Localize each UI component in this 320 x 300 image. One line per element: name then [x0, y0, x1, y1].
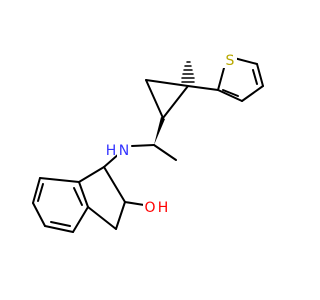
bond — [32, 177, 41, 204]
sulfur-symbol: S — [226, 53, 235, 69]
bond — [72, 206, 89, 233]
bond-nh-to-ch — [131, 144, 155, 147]
bond — [115, 201, 126, 230]
oxygen-symbol: O — [144, 200, 155, 216]
bond — [145, 79, 164, 119]
bond — [103, 166, 126, 203]
bond-to-thiophene — [187, 85, 219, 91]
oxygen-hydrogen: H — [158, 200, 169, 216]
molecule-structure: N H O H S — [32, 52, 264, 233]
wedge-bond — [154, 117, 165, 145]
bond — [256, 63, 264, 87]
bond — [162, 85, 189, 119]
bond — [44, 225, 74, 233]
nitrogen-symbol: N — [119, 143, 129, 159]
sulfur-label: S — [223, 52, 237, 69]
double-bond-inner — [252, 69, 258, 85]
double-bond-inner — [222, 89, 239, 97]
nitrogen-hydrogen: H — [106, 143, 117, 159]
bond — [78, 166, 105, 183]
benzene-ring — [32, 177, 89, 233]
double-bond-inner — [73, 187, 83, 206]
bond — [32, 202, 46, 227]
bond — [145, 79, 189, 87]
thiophene-ring — [187, 57, 264, 102]
bond — [233, 57, 258, 65]
bond — [78, 181, 89, 208]
bond — [217, 67, 225, 91]
bond-ring-to-oh — [124, 201, 145, 206]
bond — [39, 177, 80, 183]
cyclopropane-ring — [145, 79, 189, 145]
nitrogen-label: N H — [106, 142, 131, 159]
hash-bond — [181, 61, 195, 83]
hydroxyl-label: O H — [143, 199, 168, 216]
double-bond-inner — [50, 221, 71, 227]
bond — [87, 206, 117, 230]
cyclopentane-ring — [78, 166, 126, 230]
bond-ch-to-methyl — [153, 144, 177, 161]
double-bond-inner — [37, 183, 44, 202]
bond — [217, 89, 243, 102]
bond — [241, 85, 264, 102]
substituent-bonds — [103, 144, 177, 206]
